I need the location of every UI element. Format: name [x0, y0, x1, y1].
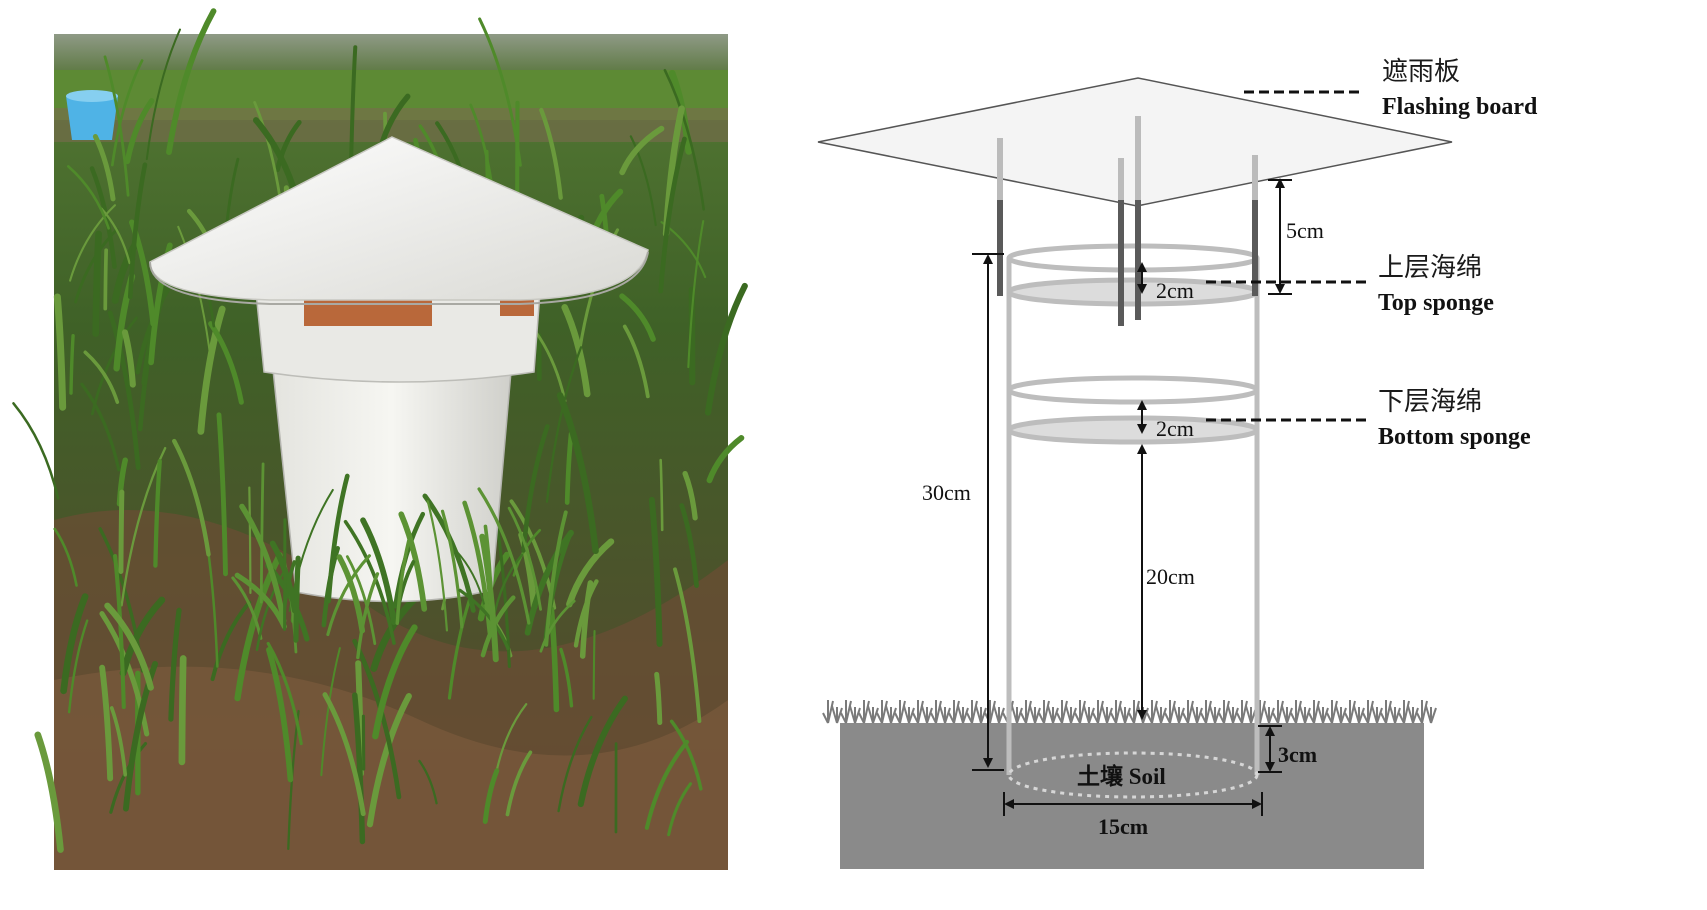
dim-top-sponge: 2cm — [1156, 278, 1194, 303]
dim-total-height: 30cm — [922, 480, 971, 505]
bottom-sponge — [1006, 415, 1260, 445]
top-sponge — [1006, 277, 1260, 307]
soil-block — [840, 723, 1424, 869]
top-sponge-label-cn: 上层海绵 — [1378, 253, 1482, 283]
support-rods — [997, 116, 1258, 326]
dim-lower-gap: 20cm — [1146, 564, 1195, 589]
schematic-diagram: 遮雨板 Flashing board 上层海绵 Top sponge 下层海绵 … — [817, 57, 1538, 869]
flashing-board-label-cn: 遮雨板 — [1382, 57, 1460, 87]
bottom-sponge-label-en: Bottom sponge — [1378, 424, 1531, 450]
bucket-icon — [66, 90, 118, 140]
bottom-ring — [1006, 375, 1260, 405]
soil-label: 土壤 Soil — [1077, 763, 1166, 789]
grass-strip — [822, 700, 1437, 724]
soil-core — [1007, 751, 1259, 799]
dim-diameter: 15cm — [1098, 814, 1148, 839]
soil-sampler-photo — [12, 8, 748, 870]
flashing-board-label-en: Flashing board — [1382, 94, 1538, 120]
top-ring — [1006, 243, 1260, 273]
dim-depth: 3cm — [1278, 742, 1317, 767]
dim-rod-gap: 5cm — [1286, 218, 1324, 243]
dim-bottom-sponge: 2cm — [1156, 416, 1194, 441]
bottom-sponge-label-cn: 下层海绵 — [1378, 387, 1482, 417]
top-sponge-label-en: Top sponge — [1378, 290, 1494, 316]
